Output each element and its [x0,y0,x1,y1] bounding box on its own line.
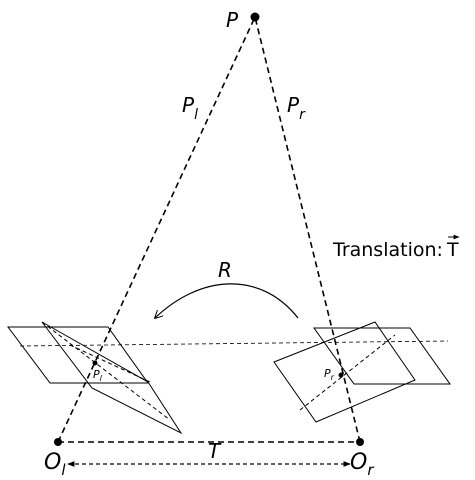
right-image-plane-rectified [273,321,416,423]
label-Pl: Pl [182,93,198,123]
epipolar-line [19,340,449,347]
left-plane-diagonal-2 [69,344,151,383]
left-image-plane-original [7,326,149,384]
right-plane-diagonal [299,334,396,411]
label-Or: Or [350,450,374,479]
projection-left [92,360,98,366]
left-image-plane-rectified [41,321,183,435]
point-P [250,12,260,22]
label-pr-small: Pr [324,367,335,382]
optical-center-left [54,438,62,446]
optical-center-right [356,438,364,446]
label-T: T [208,439,222,463]
rotation-arrow [155,283,299,318]
ray-right [254,16,361,443]
projection-right [338,372,344,378]
label-R: R [218,258,232,282]
left-plane-diagonal [41,321,171,421]
label-Ol: Ol [44,450,66,479]
ray-left [57,16,256,443]
label-Pr: Pr [287,93,306,123]
right-image-plane-original [313,327,451,385]
label-translation: Translation: [332,239,443,261]
label-translation-vector: T [446,239,459,261]
label-P: P [226,8,239,32]
label-pl-small: Pl [93,368,103,383]
